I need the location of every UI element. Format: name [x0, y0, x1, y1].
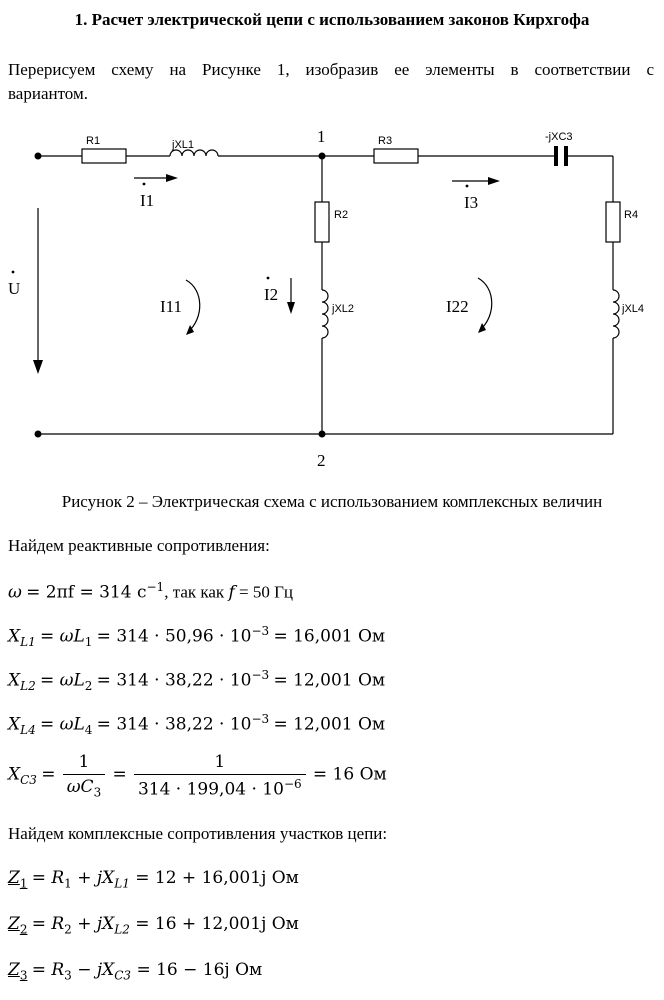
arrow-i2-head [287, 302, 295, 314]
node-2-dot [318, 430, 326, 438]
label-jxl4: jXL4 [621, 303, 644, 315]
terminal-top [34, 152, 42, 160]
resistor-r3 [373, 148, 419, 164]
terminal-bottom [34, 430, 42, 438]
resistor-r1 [81, 148, 127, 164]
reactive-title: Найдем реактивные сопротивления: [8, 536, 270, 555]
label-r3: R3 [378, 135, 392, 147]
label-i1: I1 [140, 191, 154, 210]
label-i2: I2 [264, 285, 278, 304]
z1-formula: Z1 = R1 + jXL1 = 12 + 16,001j Ом [8, 868, 299, 891]
loop-arc-1 [185, 279, 201, 333]
loop-arrow-2-head [478, 323, 486, 333]
dot-i1 [142, 182, 146, 186]
circuit-diagram: R1 jXL1 R3 -jXC3 R2 jXL2 R4 jXL4 1 2 I1 … [8, 127, 644, 470]
loop-arrow-1-head [186, 325, 194, 335]
inductor-xl4 [612, 289, 620, 339]
label-u: U [8, 279, 20, 298]
inductor-xl2 [321, 289, 329, 339]
dot-u [11, 270, 15, 274]
loop-arc-2 [477, 277, 493, 331]
label-jxc3: -jXC3 [545, 131, 573, 143]
label-node-2: 2 [317, 451, 326, 470]
dot-i2 [266, 276, 270, 280]
resistor-r4 [605, 201, 621, 243]
z3-formula: Z3 = R3 − jXC3 = 16 − 16j Ом [8, 960, 263, 983]
intro-paragraph: Перерисуем схему на Рисунке 1, изобразив… [8, 58, 654, 106]
xl4-formula: XL4 = ωL4 = 314 · 38,22 · 10−3 = 12,001 … [8, 712, 386, 738]
resistor-r2 [314, 201, 330, 243]
section-heading: 1. Расчет электрической цепи с использов… [74, 10, 590, 29]
node-1-dot [318, 152, 326, 160]
label-loop-i22: I22 [446, 297, 469, 316]
intro-line-2: вариантом. [8, 84, 88, 103]
figure-caption: Рисунок 2 – Электрическая схема с исполь… [61, 492, 603, 511]
fraction-1: 1 ωC3 [62, 752, 106, 800]
omega-line: ω = 2πf = 314 с−1, так как f = 50 Гц [8, 580, 293, 603]
inductor-xl1 [169, 149, 219, 157]
label-r2: R2 [334, 209, 348, 221]
xl2-formula: XL2 = ωL2 = 314 · 38,22 · 10−3 = 12,001 … [8, 668, 386, 694]
label-jxl1: jXL1 [171, 139, 194, 151]
arrow-i1-head [166, 174, 178, 182]
arrow-i3-head [488, 177, 500, 185]
xl1-formula: XL1 = ωL1 = 314 · 50,96 · 10−3 = 16,001 … [8, 624, 386, 650]
intro-line-1: Перерисуем схему на Рисунке 1, изобразив… [8, 60, 654, 79]
label-r4: R4 [624, 209, 638, 221]
dot-i3 [465, 184, 469, 188]
label-loop-i11: I11 [160, 297, 182, 316]
complex-title: Найдем комплексные сопротивления участко… [8, 824, 388, 843]
label-jxl2: jXL2 [331, 303, 354, 315]
voltage-arrow-head [33, 360, 43, 374]
xc3-formula: XC3 = 1 ωC3 = 1 314 · 199,04 · 10−6 = 16… [8, 752, 387, 800]
z2-formula: Z2 = R2 + jXL2 = 16 + 12,001j Ом [8, 914, 299, 937]
label-node-1: 1 [317, 127, 326, 146]
label-i3: I3 [464, 193, 478, 212]
label-r1: R1 [86, 135, 100, 147]
fraction-2: 1 314 · 199,04 · 10−6 [133, 752, 306, 800]
